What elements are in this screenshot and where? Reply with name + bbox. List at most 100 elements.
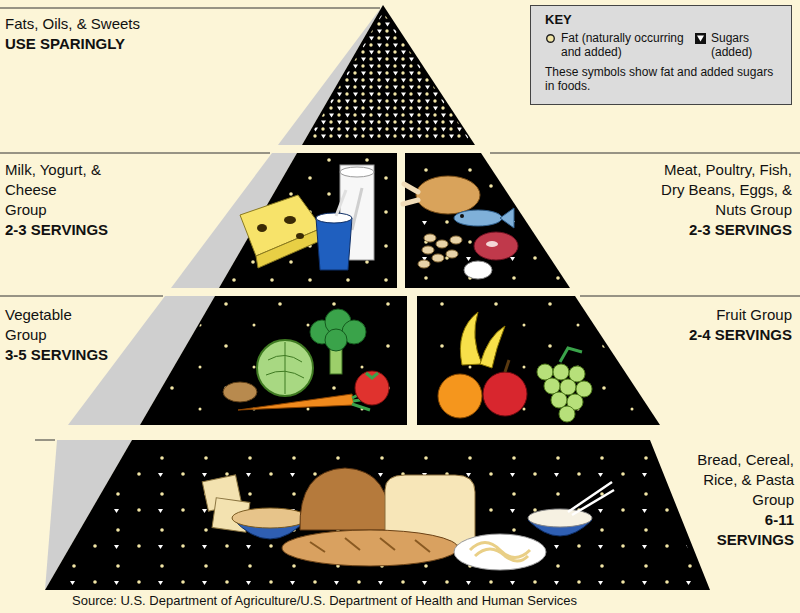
milk-group-food — [316, 218, 352, 270]
pyramid-tier — [302, 5, 475, 145]
key-heading: KEY — [545, 13, 779, 27]
guide-rule — [35, 440, 55, 441]
fruit-group-food — [483, 372, 527, 416]
meat-group-food — [432, 254, 444, 262]
fat-sugar-symbols — [410, 158, 565, 283]
milk-group-food — [257, 224, 267, 232]
sugar-symbol — [695, 33, 706, 44]
group-label: Vegetable Group — [5, 305, 85, 345]
guide-rule — [0, 296, 163, 297]
group-label: Bread, Cereal, Rice, & Pasta Group — [598, 450, 794, 510]
meat-group-food — [454, 210, 502, 226]
legend-text: Sugars (added) — [711, 31, 779, 59]
label-group: Meat, Poultry, Fish, Dry Beans, Eggs, & … — [632, 160, 792, 240]
label-group: Milk, Yogurt, & Cheese Group2-3 SERVINGS — [5, 160, 135, 240]
fruit-group-food — [553, 364, 569, 380]
meat-group-food — [436, 240, 448, 248]
source-caption: Source: U.S. Department of Agriculture/U… — [72, 593, 577, 609]
fat-sugar-symbols — [143, 300, 402, 420]
fruit-group-food — [551, 392, 567, 408]
meat-group-food — [500, 208, 514, 228]
bread-group-food — [572, 490, 614, 515]
fruit-group-food — [438, 312, 592, 422]
sugar-symbol — [695, 33, 706, 44]
pyramid-tier — [219, 153, 397, 288]
key-note: These symbols show fat and added sugars … — [545, 65, 779, 93]
bread-group-food — [568, 482, 612, 512]
milk-group-food — [296, 233, 304, 239]
milk-group-food — [336, 190, 346, 216]
label-group: Vegetable Group3-5 SERVINGS — [5, 305, 130, 365]
meat-group-food — [474, 232, 518, 260]
pyramid-tier — [405, 153, 570, 288]
meat-group-food — [460, 214, 464, 218]
fat-symbol — [547, 35, 555, 43]
sugar-symbol — [697, 36, 704, 42]
guide-rule — [0, 8, 800, 440]
servings-label: 2-3 SERVINGS — [632, 220, 792, 240]
meat-group-food — [464, 261, 492, 279]
vegetable-group-food — [223, 382, 257, 402]
guide-rule — [580, 296, 800, 297]
legend-row: Fat (naturally occurring and added) Sugar… — [545, 31, 779, 59]
guide-rule — [490, 153, 800, 154]
label-group: Bread, Cereal, Rice, & Pasta Group6-11 S… — [598, 450, 794, 600]
vegetable-group-food — [223, 309, 389, 410]
fruit-group-food — [438, 374, 482, 418]
vegetable-group-food — [325, 329, 347, 351]
group-label: Fats, Oils, & Sweets — [5, 14, 225, 34]
fat-symbol — [545, 33, 556, 44]
fat-sugar-symbols — [422, 300, 655, 420]
milk-group-food — [240, 165, 374, 270]
meat-group-food — [446, 250, 458, 258]
fruit-group-food — [460, 312, 482, 365]
meat-group-food — [424, 234, 436, 242]
group-label: Meat, Poultry, Fish, Dry Beans, Eggs, & … — [650, 160, 792, 220]
servings-label: 2-4 SERVINGS — [662, 325, 792, 345]
vegetable-group-food — [266, 342, 304, 394]
fruit-group-food — [560, 348, 582, 362]
meat-group-food — [486, 241, 498, 247]
servings-label: 2-3 SERVINGS — [5, 220, 135, 240]
bread-group-food — [202, 468, 614, 570]
fat-sugar-symbols — [222, 158, 392, 283]
fruit-group-food — [505, 360, 509, 372]
meat-group-food — [418, 260, 430, 268]
group-label: Fruit Group — [712, 305, 792, 325]
text-wrap-guide — [598, 450, 720, 600]
pyramid-tier — [417, 296, 660, 425]
milk-group-food — [256, 228, 322, 268]
bread-group-food — [310, 538, 430, 552]
vegetable-group-food — [310, 309, 366, 351]
label-group: Fruit Group2-4 SERVINGS — [662, 305, 792, 345]
vegetable-group-food — [366, 373, 378, 378]
key-box: KEY Fat (naturally occurring and added) Su… — [530, 5, 792, 105]
legend-text: Fat (naturally occurring and added) — [561, 31, 695, 59]
fruit-group-food — [537, 364, 553, 380]
bread-group-food — [282, 530, 458, 566]
fruit-group-food — [544, 378, 560, 394]
vegetable-group-food — [355, 371, 389, 405]
legend-item: Sugars (added) — [695, 31, 779, 59]
fat-sugar-symbols — [55, 445, 703, 585]
fruit-group-food — [559, 406, 575, 422]
meat-group-food — [403, 176, 518, 279]
bread-group-food — [470, 543, 530, 562]
meat-group-food — [418, 234, 462, 268]
fruit-group-food — [537, 364, 592, 422]
milk-group-food — [340, 167, 374, 177]
fruit-group-food — [480, 326, 505, 368]
pyramid-tier — [140, 296, 407, 425]
bread-group-food — [454, 534, 546, 570]
vegetable-group-food — [257, 340, 313, 396]
bread-group-food — [528, 509, 592, 527]
servings-label: 6-11 SERVINGS — [598, 510, 794, 550]
bread-group-food — [300, 468, 390, 530]
group-label: Milk, Yogurt, & Cheese Group — [5, 160, 101, 220]
guide-rule — [0, 153, 270, 154]
meat-group-food — [403, 184, 418, 204]
milk-group-food — [316, 213, 352, 223]
meat-group-food — [422, 246, 434, 254]
vegetable-group-food — [238, 394, 354, 410]
